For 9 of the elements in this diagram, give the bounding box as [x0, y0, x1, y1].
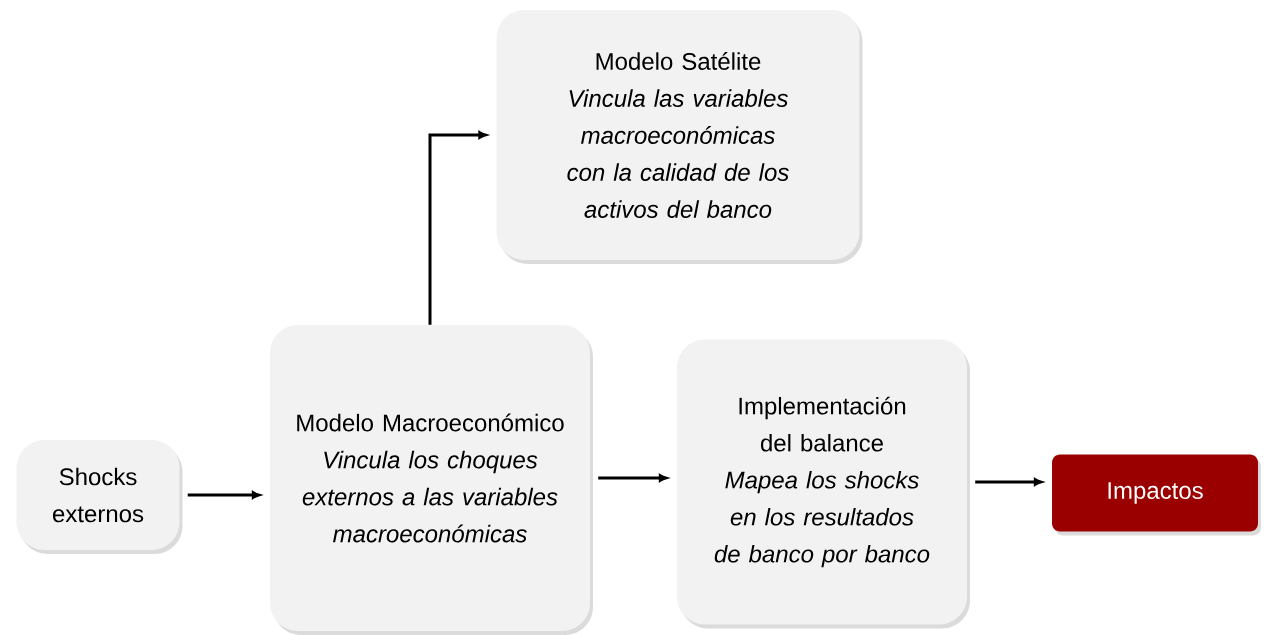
arrow	[975, 478, 1043, 486]
result-box: Impactos	[1052, 454, 1261, 536]
process-box: Shocks externos	[16, 440, 183, 554]
arrow	[187, 491, 261, 499]
arrow	[598, 474, 668, 482]
process-box: Modelo Satélite Vincula las variables macroeconómicas con la calidad de los activos del banco	[496, 10, 863, 264]
process-box: Modelo Macroeconómico Vincula los choques externos a las variables macroeconómicas	[270, 325, 593, 635]
arrow	[428, 131, 487, 325]
process-box: Implementación del balance Mapea los shocks en los resultados de banco por banco	[677, 339, 970, 629]
